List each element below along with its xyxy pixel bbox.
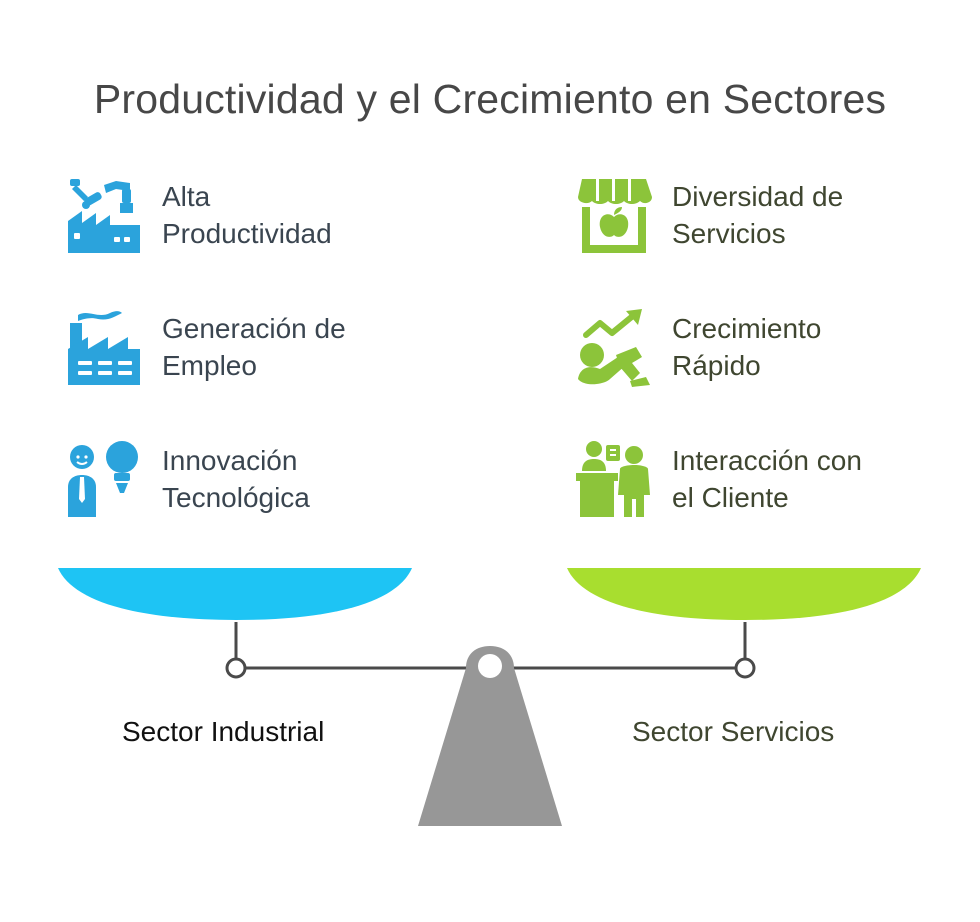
item-line1: Diversidad de <box>672 181 844 212</box>
item-diversidad-servicios: Diversidad de Servicios <box>574 175 843 255</box>
page-title: Productividad y el Crecimiento en Sector… <box>93 76 887 122</box>
item-line2: Rápido <box>672 350 761 381</box>
item-line2: Servicios <box>672 218 786 249</box>
customer-service-icon <box>576 441 650 517</box>
right-pan <box>567 568 921 620</box>
item-line2: Productividad <box>162 218 332 249</box>
item-generacion-empleo: Generación de Empleo <box>64 307 346 387</box>
item-line1: Crecimiento <box>672 313 822 344</box>
item-interaccion-cliente: Interacción con el Cliente <box>574 439 862 519</box>
item-line1: Generación de <box>162 313 346 344</box>
item-crecimiento-rapido: Crecimiento Rápido <box>574 307 821 387</box>
sector-servicios-label: Sector Servicios <box>632 716 835 747</box>
item-line2: Empleo <box>162 350 257 381</box>
item-line2: Tecnológica <box>162 482 310 513</box>
item-line1: Innovación <box>162 445 298 476</box>
right-pivot <box>734 657 756 679</box>
left-pivot <box>225 657 247 679</box>
fulcrum <box>418 646 562 826</box>
fulcrum-hole <box>478 654 502 678</box>
storefront-apple-icon <box>578 179 652 253</box>
sector-industrial-label: Sector Industrial <box>122 716 325 747</box>
item-line1: Interacción con <box>672 445 862 476</box>
item-line1: Alta <box>162 181 211 212</box>
person-lightbulb-icon <box>68 441 138 517</box>
item-innovacion-tecnologica: Innovación Tecnológica <box>64 439 310 519</box>
left-pan <box>58 568 412 620</box>
factory-icon <box>68 311 140 385</box>
item-alta-productividad: Alta Productividad <box>64 175 332 255</box>
growth-runner-icon <box>578 309 650 387</box>
robot-arm-factory-icon <box>68 179 140 253</box>
item-line2: el Cliente <box>672 482 789 513</box>
